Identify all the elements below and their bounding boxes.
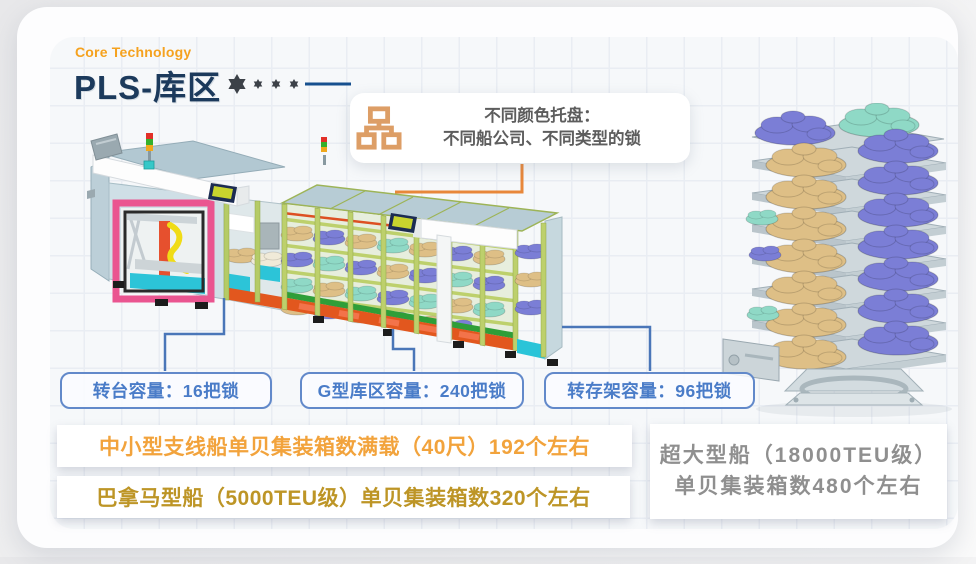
note-text: 中小型支线船单贝集装箱数满载（40尺）192个左右 — [99, 436, 590, 459]
side-note-line1: 超大型船（18000TEU级） — [659, 444, 938, 468]
note-mega-ship: 超大型船（18000TEU级） 单贝集装箱数480个左右 — [650, 424, 947, 519]
callout-line1: 不同颜色托盘： — [484, 106, 600, 125]
label-text: 转台容量：16把锁 — [92, 381, 240, 401]
tilted-panel — [90, 133, 123, 161]
cyan-floor — [130, 273, 205, 294]
machine-illustration — [87, 133, 563, 366]
red-column — [159, 221, 170, 279]
signal-tower-icon-2 — [321, 137, 327, 165]
callout-text: 不同颜色托盘： 不同船公司、不同类型的锁 — [408, 105, 690, 151]
callout-line2: 不同船公司、不同类型的锁 — [443, 130, 641, 148]
title-star-decoration — [228, 74, 351, 94]
label-gzone-capacity: G型库区容量：240把锁 — [300, 372, 524, 409]
black-frame — [123, 210, 205, 293]
slide-card: Core Technology PLS-库区 — [17, 7, 958, 548]
label-turntable-capacity: 转台容量：16把锁 — [60, 372, 272, 409]
signal-tower-icon — [143, 133, 155, 170]
side-note-line2: 单贝集装箱数480个左右 — [674, 474, 923, 498]
eyebrow-label: Core Technology — [75, 44, 192, 60]
machine-feet — [313, 316, 558, 366]
note-text: 巴拿马型船（5000TEU级）单贝集装箱数320个左右 — [96, 487, 591, 510]
sitemap-icon — [350, 105, 408, 151]
note-panamax-ship: 巴拿马型船（5000TEU级）单贝集装箱数320个左右 — [57, 476, 630, 518]
end-panel — [544, 216, 563, 360]
label-text: 转存架容量：96把锁 — [567, 381, 732, 401]
pallet-color-callout: 不同颜色托盘： 不同船公司、不同类型的锁 — [350, 93, 690, 163]
turntable-tower-illustration — [722, 103, 952, 417]
page-title: PLS-库区 — [74, 69, 222, 106]
note-feeder-ship: 中小型支线船单贝集装箱数满载（40尺）192个左右 — [57, 425, 632, 467]
green-conveyor — [282, 291, 517, 339]
side-mechanism — [722, 338, 780, 382]
label-text: G型库区容量：240把锁 — [317, 381, 507, 401]
label-rack-capacity: 转存架容量：96把锁 — [544, 372, 755, 409]
